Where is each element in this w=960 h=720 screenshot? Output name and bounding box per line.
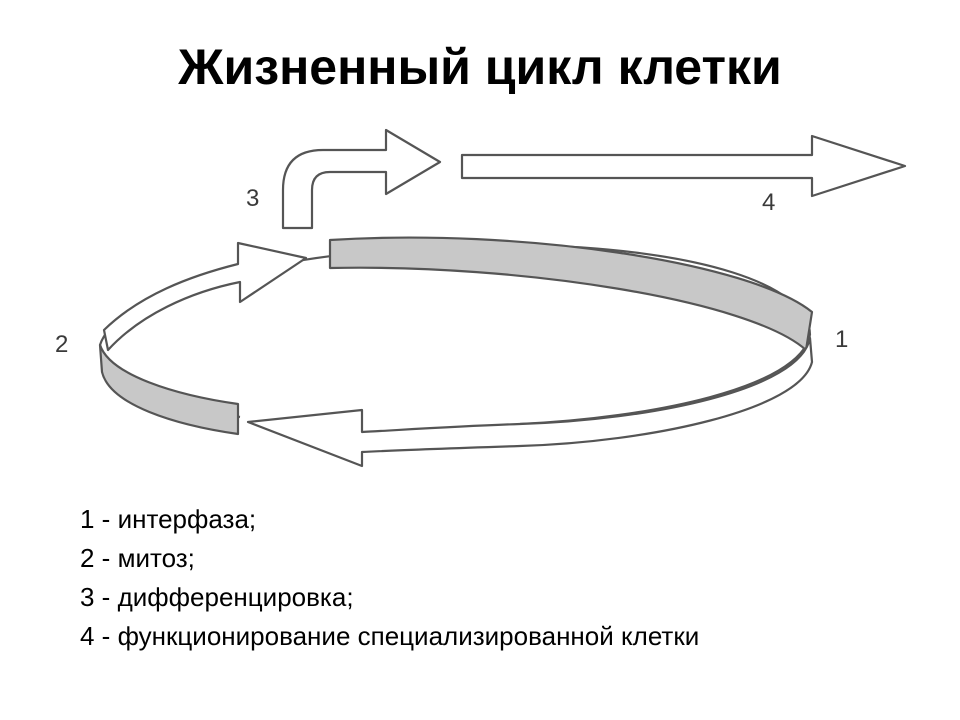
differentiation-arrow <box>281 128 442 230</box>
legend-item-differentiation: 3 - дифференцировка; <box>80 582 354 612</box>
legend-item-interphase: 1 - интерфаза; <box>80 504 257 534</box>
label-3: 3 <box>246 185 259 212</box>
legend-item-mitosis: 2 - митоз; <box>80 543 195 573</box>
functioning-arrow <box>460 134 907 198</box>
interphase-band <box>328 236 814 352</box>
legend: 1 - интерфаза; 2 - митоз; 3 - дифференци… <box>80 500 699 656</box>
page-title: Жизненный цикл клетки <box>178 39 782 95</box>
mitosis-arrow <box>102 241 308 352</box>
return-arrow <box>246 336 814 468</box>
label-4: 4 <box>762 189 775 216</box>
mitosis-band <box>98 343 240 436</box>
label-1: 1 <box>835 326 848 353</box>
legend-item-functioning: 4 - функционирование специализированной … <box>80 621 700 651</box>
label-2: 2 <box>55 331 68 358</box>
